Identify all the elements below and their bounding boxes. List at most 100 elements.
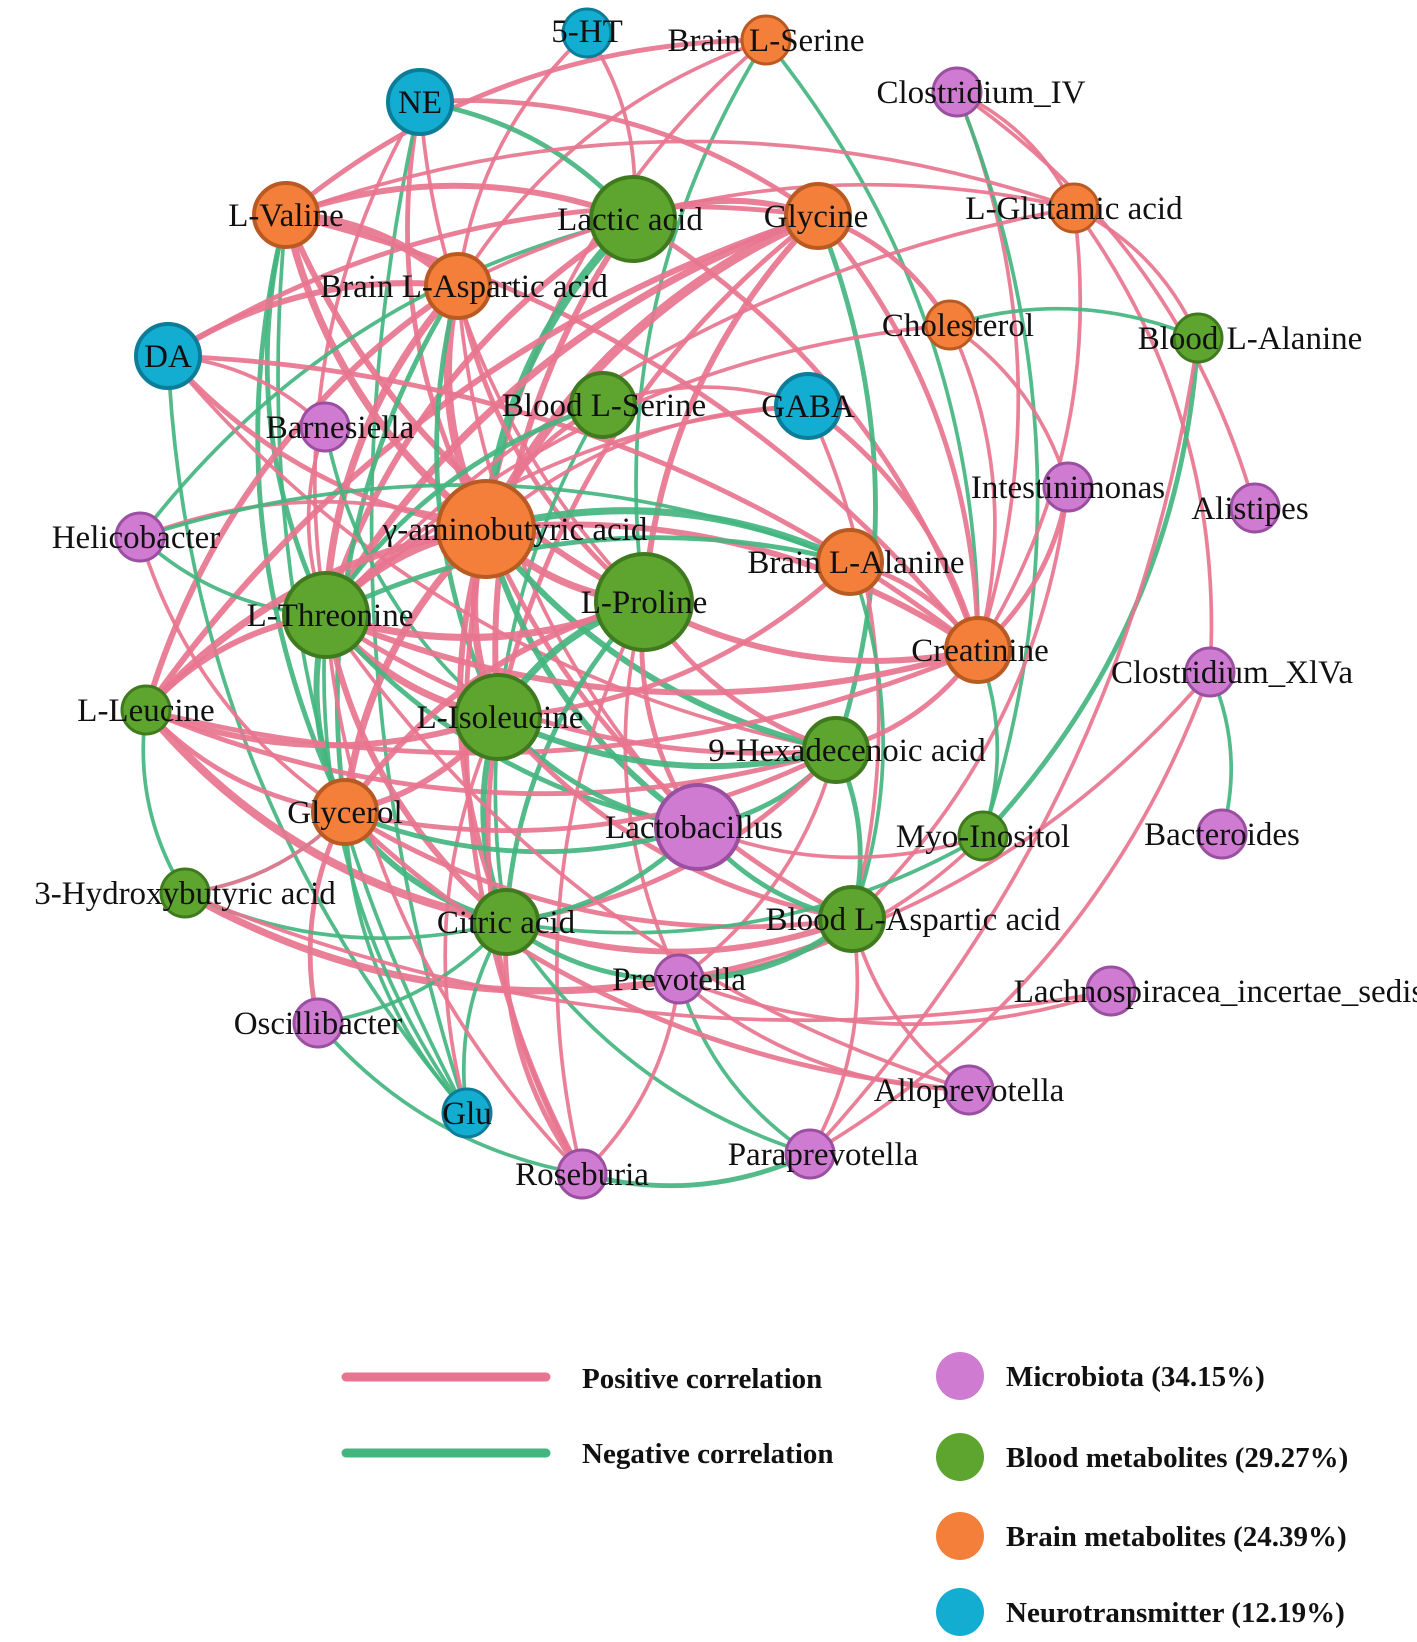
edge-glu_acid-bla [456,182,1076,288]
node-blasp[interactable] [818,885,886,953]
node-c14[interactable] [1184,646,1236,698]
node-brala[interactable] [816,528,884,596]
node-val[interactable] [252,181,320,249]
node-label-para: Paraprevotella [728,1137,919,1173]
node-glyc[interactable] [311,778,379,846]
edge-glu_acid-cre [976,206,1083,652]
edge-allo-glyc [342,809,972,1093]
node-pro[interactable] [594,552,694,652]
node-cho[interactable] [924,299,976,351]
edge-blasp-para [808,917,860,1156]
node-label-ali: Alistipes [1191,491,1308,527]
node-glu_acid[interactable] [1048,182,1100,234]
edge-prev-ros [580,977,681,1176]
node-bac[interactable] [1196,808,1248,860]
node-layer [114,7,1281,1200]
edge-5ht-bla [456,31,589,288]
edge-thr-cit [323,612,509,925]
edge-val-glu_acid [284,139,1076,217]
node-ile[interactable] [454,673,542,761]
node-lach[interactable] [1085,965,1137,1017]
node-bla[interactable] [424,252,492,320]
node-gaba[interactable] [774,372,842,440]
node-label-osc: Oscillibacter [234,1006,403,1042]
node-label-bla: Brain L-Aspartic acid [320,269,608,305]
node-hel[interactable] [114,511,166,563]
node-ros[interactable] [556,1148,608,1200]
edge-glu_acid-thr [324,206,1076,617]
node-bar[interactable] [299,401,351,453]
node-bls[interactable] [740,14,792,66]
node-label-lac: Lactic acid [557,202,703,238]
node-allo[interactable] [943,1064,995,1116]
node-lacto[interactable] [654,783,742,871]
node-ne[interactable] [386,68,454,136]
edge-allo-thr [324,613,971,1092]
edge-gab-blasp [483,526,855,922]
node-hex[interactable] [802,716,870,784]
node-label-bls: Brain L-Serine [667,23,864,59]
edge-bls-val [283,37,769,218]
edge-ne-thr [313,100,422,617]
node-cit[interactable] [472,888,540,956]
node-label-blasp: Blood L-Aspartic acid [765,902,1061,938]
node-label-5ht: 5-HT [551,14,622,50]
node-label-bac: Bacteroides [1144,817,1300,853]
legend-positive-label: Positive correlation [582,1363,822,1395]
node-lac[interactable] [589,175,677,263]
edge-ros-thr [324,613,584,1176]
node-label-thr: L-Threonine [247,598,414,634]
node-ali[interactable] [1229,482,1281,534]
node-bser[interactable] [569,371,637,439]
node-label-myo: Myo-Inositol [896,819,1070,855]
edge-ile-blasp [495,714,855,922]
node-label-ile: L-Isoleucine [417,700,584,736]
edge-bla-leu [143,283,461,713]
node-5ht[interactable] [561,7,613,59]
node-label-pro: L-Proline [581,585,707,621]
node-osc[interactable] [292,997,344,1049]
edge-lach-hyd [183,891,1113,1023]
edge-hex-prev [677,748,838,981]
edge-gaba-cre [805,403,981,653]
edge-thr-cre [323,612,981,696]
edge-leu-hyd [141,708,187,895]
edge-cit-ros [503,919,585,1177]
node-label-cho: Cholesterol [882,308,1034,344]
legend-microbiota-label: Microbiota (34.15%) [1006,1361,1265,1393]
node-label-hel: Helicobacter [52,520,221,556]
edge-c4-myo [955,90,1040,838]
node-blala[interactable] [1172,312,1224,364]
node-label-da: DA [144,339,192,375]
node-label-c14: Clostridium_XlVa [1111,655,1353,691]
legend-brain-swatch [936,1512,984,1560]
edge-glyc-blasp [342,809,855,930]
node-da[interactable] [134,322,202,390]
node-gly[interactable] [784,182,852,250]
node-myo[interactable] [957,810,1009,862]
edge-int-cho [948,323,1070,489]
edge-c14-para [808,670,1212,1156]
node-gab[interactable] [436,479,536,579]
node-prev[interactable] [653,953,705,1005]
legend-neuro-label: Neurotransmitter (12.19%) [1006,1597,1345,1629]
node-leu[interactable] [120,684,172,736]
node-label-prev: Prevotella [612,962,746,998]
node-para[interactable] [784,1128,836,1180]
node-label-gaba: GABA [761,389,855,425]
legend-blood-label: Blood metabolites (29.27%) [1006,1442,1348,1474]
edge-brala-ile [495,559,853,720]
node-int[interactable] [1042,461,1094,513]
edge-c4-ali [955,90,1257,510]
legend-neuro-swatch [936,1588,984,1636]
edge-gly-cre [815,213,981,653]
node-glu[interactable] [441,1087,493,1139]
node-label-hyd: 3-Hydroxybutyric acid [34,876,336,912]
node-hyd[interactable] [159,867,211,919]
node-c4[interactable] [931,66,983,118]
edge-int-blasp [850,485,1070,921]
edge-pro-ros [555,600,646,1176]
node-thr[interactable] [282,571,370,659]
node-cre[interactable] [944,616,1012,684]
edge-gly-pro [641,213,821,605]
